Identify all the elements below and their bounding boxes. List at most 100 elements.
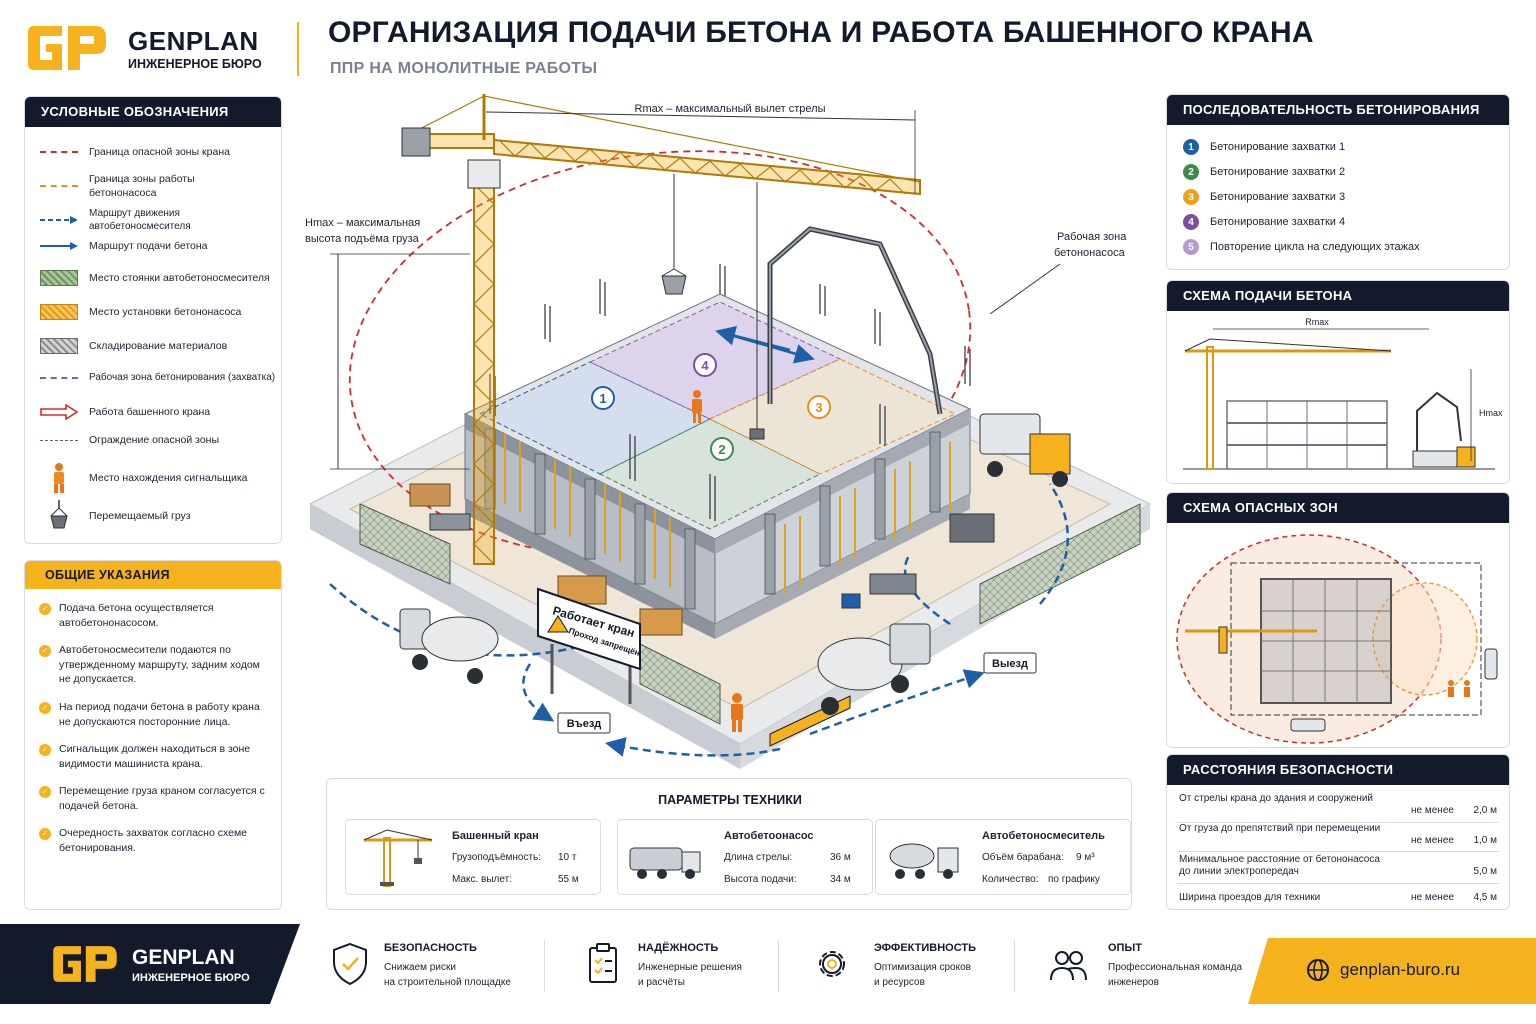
load-icon (50, 500, 68, 529)
legend-item: Перемещаемый груз (39, 499, 191, 533)
param-card-pump: Автобетоонасос Длина стрелы:36 м Высота … (617, 819, 873, 895)
worker-icon (54, 463, 64, 493)
notes-title: ОБЩИЕ УКАЗАНИЯ (25, 561, 281, 589)
brand-subtitle: ИНЖЕНЕРНОЕ БЮРО (128, 57, 262, 71)
param-card-mixer: Автобетоносмеситель Объём барабана:9 м³ … (875, 819, 1131, 895)
purple-dashed-line-icon (40, 377, 78, 379)
distance-row: Ширина проездов для техники не менее 4,5… (1179, 892, 1497, 903)
check-icon: ✓ (39, 744, 51, 756)
concrete-pump-truck-icon (629, 847, 701, 879)
pump-zone-label-2: бетононасоса (1054, 247, 1126, 259)
danger-title: СХЕМА ОПАСНЫХ ЗОН (1167, 493, 1509, 523)
mixer-truck-bottom (817, 623, 931, 715)
supply-title: СХЕМА ПОДАЧИ БЕТОНА (1167, 281, 1509, 311)
supply-rmax-label: Rmax (1305, 317, 1329, 327)
mixer-truck-top-right (979, 413, 1071, 487)
brand-logo: GENPLAN ИНЖЕНЕРНОЕ БЮРО (24, 22, 284, 76)
rmax-label: Rmax – максимальный вылет стрелы (635, 103, 826, 115)
clipboard-icon (589, 943, 617, 983)
hmax-label-2: высота подъёма груза (305, 233, 420, 245)
legend-title: УСЛОВНЫЕ ОБОЗНАЧЕНИЯ (25, 97, 281, 127)
red-dashed-line-icon (40, 151, 78, 153)
safety-distances-panel: РАССТОЯНИЯ БЕЗОПАСНОСТИ От стрелы крана … (1166, 754, 1510, 910)
note-item: ✓Очередность захваток согласно схеме бет… (39, 826, 269, 855)
tower-crane-icon (363, 829, 433, 887)
site-illustration: 1 2 3 4 Rmax – максимальный вылет стрелы… (305, 94, 1152, 769)
exit-label: Выезд (992, 658, 1028, 670)
orange-dashed-line-icon (40, 185, 78, 187)
grey-dashed-line-icon (40, 439, 78, 441)
params-title: ПАРАМЕТРЫ ТЕХНИКИ (658, 793, 802, 807)
param-card-crane: Башенный кран Грузоподъёмность:10 т Макс… (345, 819, 601, 895)
gear-icon (819, 951, 845, 977)
mixer-truck-icon (889, 843, 959, 879)
note-item: ✓Сигнальщик должен находиться в зоне вид… (39, 742, 269, 771)
distance-row: Минимальное расстояние от бетононасоса д… (1179, 854, 1497, 877)
supply-scheme-drawing: Rmax Hmax (1183, 317, 1503, 470)
check-icon: ✓ (39, 645, 51, 657)
distances-title: РАССТОЯНИЯ БЕЗОПАСНОСТИ (1167, 755, 1509, 785)
grey-hatch-icon (40, 338, 78, 354)
mixer-truck-left (399, 608, 499, 684)
crane-warning-sign: Работает кран Проход запрещён (537, 587, 641, 704)
legend-item: Маршрут подачи бетона (39, 231, 208, 261)
distance-row: От груза до препятствий при перемещении … (1179, 823, 1497, 846)
genplan-logo-icon (53, 946, 117, 982)
zone-3-label: 3 (815, 400, 822, 415)
footer-brand-name: GENPLAN (132, 946, 235, 969)
note-item: ✓Подача бетона осуществляется автобетоно… (39, 601, 269, 630)
note-item: ✓Автобетоносмесители подаются по утвержд… (39, 643, 269, 687)
legend-item: Место установки бетононасоса (39, 297, 241, 327)
zone-4-label: 4 (701, 358, 709, 373)
danger-zones-panel: СХЕМА ОПАСНЫХ ЗОН (1166, 492, 1510, 748)
check-icon: ✓ (39, 702, 51, 714)
footer-brand-bg (0, 924, 300, 1004)
check-icon: ✓ (39, 603, 51, 615)
blue-dashed-arrow-icon (40, 216, 78, 224)
orange-hatch-icon (40, 304, 78, 320)
note-item: ✓Перемещение груза краном согласуется с … (39, 784, 269, 813)
legend-item: Граница опасной зоны крана (39, 137, 230, 167)
legend-item: Граница зоны работы бетононасоса (39, 171, 219, 201)
blue-arrow-icon (40, 242, 78, 250)
notes-panel: ОБЩИЕ УКАЗАНИЯ ✓Подача бетона осуществля… (24, 560, 282, 910)
genplan-logo-icon (28, 26, 106, 70)
danger-zones-drawing (1176, 534, 1498, 744)
supply-hmax-label: Hmax (1479, 408, 1503, 418)
legend-item: Место нахождения сигнальщика (39, 461, 248, 495)
red-outline-arrow-icon (40, 404, 78, 420)
legend-item: Маршрут движения автобетоносмесителя (39, 205, 281, 235)
entry-label: Въезд (567, 718, 602, 730)
footer-brand-sub: ИНЖЕНЕРНОЕ БЮРО (132, 972, 250, 984)
params-panel: ПАРАМЕТРЫ ТЕХНИКИ Башенный кран Грузопод… (326, 778, 1132, 910)
team-icon (1050, 951, 1087, 981)
legend-item: Ограждение опасной зоны (39, 425, 219, 455)
legend-item: Складирование материалов (39, 331, 227, 361)
site-banner-bg (1248, 938, 1536, 1004)
distance-row: От стрелы крана до здания и сооружений н… (1179, 793, 1497, 816)
legend-panel: УСЛОВНЫЕ ОБОЗНАЧЕНИЯ Граница опасной зон… (24, 96, 282, 544)
header-divider (297, 22, 299, 76)
legend-item: Место стоянки автобетоносмесителя (39, 263, 270, 293)
supply-scheme-panel: СХЕМА ПОДАЧИ БЕТОНА Rmax Hmax (1166, 280, 1510, 484)
shield-icon (333, 942, 367, 986)
brand-name: GENPLAN (128, 26, 259, 56)
footer: GENPLAN ИНЖЕНЕРНОЕ БЮРО БЕЗОПАСНОСТЬ Сни… (0, 924, 1536, 1024)
zone-1-label: 1 (599, 391, 606, 406)
green-hatch-icon (40, 270, 78, 286)
sequence-title: ПОСЛЕДОВАТЕЛЬНОСТЬ БЕТОНИРОВАНИЯ (1167, 95, 1509, 125)
page-subtitle: ППР НА МОНОЛИТНЫЕ РАБОТЫ (330, 60, 598, 77)
check-icon: ✓ (39, 828, 51, 840)
globe-icon (1307, 959, 1329, 981)
pump-zone-label-1: Рабочая зона (1057, 231, 1127, 243)
legend-item: Рабочая зона бетонирования (захватка) (39, 363, 275, 393)
website-link[interactable]: genplan-buro.ru (1340, 960, 1461, 979)
hmax-label-1: Hmax – максимальная (305, 217, 420, 229)
page-title: ОРГАНИЗАЦИЯ ПОДАЧИ БЕТОНА И РАБОТА БАШЕН… (328, 16, 1314, 49)
zone-2-label: 2 (718, 442, 725, 457)
